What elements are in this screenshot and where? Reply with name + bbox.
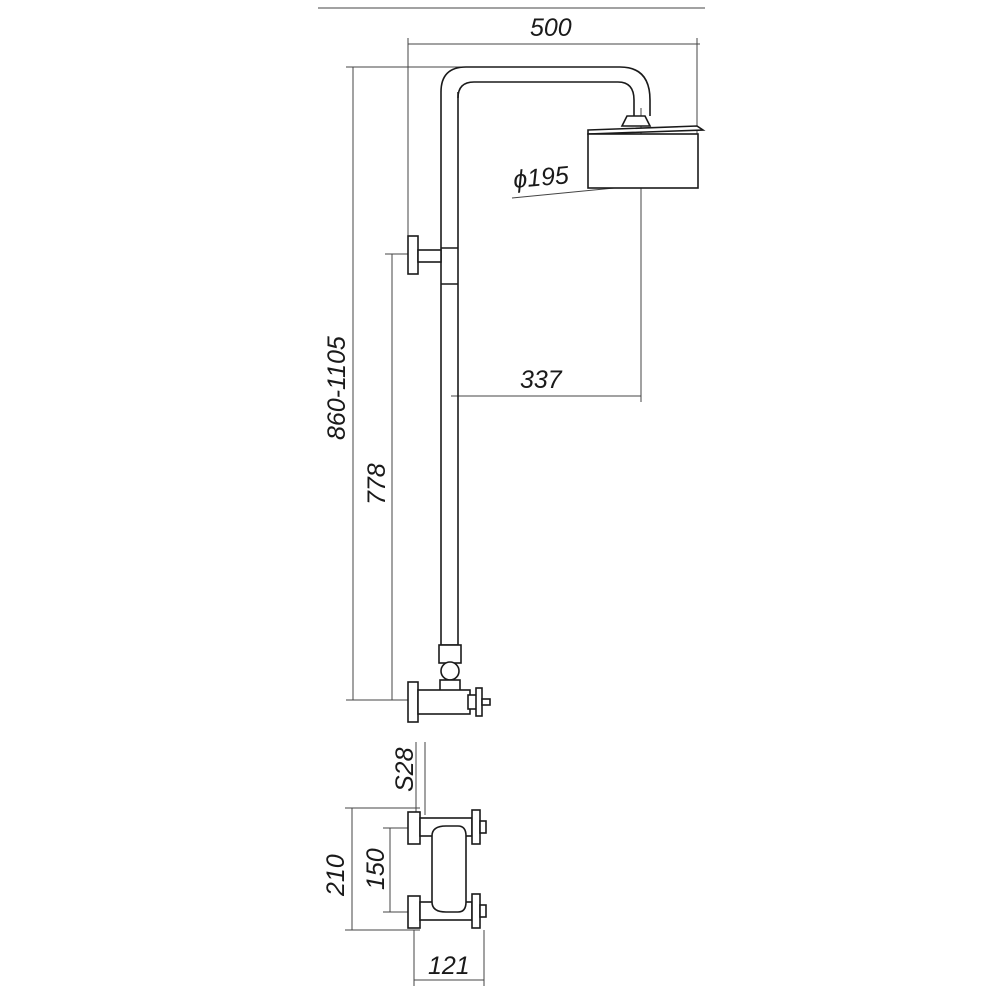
dim-head-offset: 337 [520,366,563,394]
wall-mixer [407,809,487,929]
shower-riser [440,66,651,646]
dim-width-total: 500 [530,14,572,42]
dim-bar-height: 778 [363,463,391,505]
dim-inlet-spacing: 150 [362,848,390,890]
dim-hex-size: S28 [391,747,419,792]
lower-valve [407,681,491,723]
dim-head-diameter: ϕ195 [512,161,570,194]
dim-height-range: 860-1105 [323,336,351,440]
wall-bracket [407,235,442,275]
shower-head [587,115,706,189]
dim-mixer-depth: 121 [428,952,470,980]
dim-mixer-height: 210 [322,854,350,897]
